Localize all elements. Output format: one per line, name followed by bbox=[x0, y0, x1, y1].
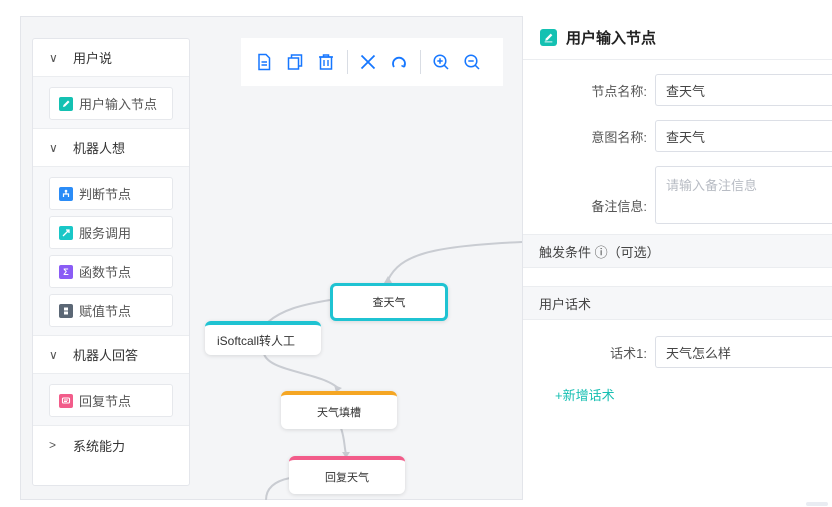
node-name-label: 节点名称: bbox=[591, 83, 647, 99]
flow-node-transfer-human[interactable]: iSoftcall转人工 bbox=[205, 321, 321, 355]
edge-slot-to-reply bbox=[340, 427, 347, 455]
chevron-right-icon: > bbox=[49, 438, 57, 452]
palette-item-label: 回复节点 bbox=[79, 394, 132, 409]
toolbar-divider bbox=[347, 50, 348, 74]
copy-doc-icon[interactable] bbox=[253, 51, 275, 73]
arrow-head bbox=[342, 452, 350, 458]
trigger-condition-title: 触发条件 ⓘ（可选） bbox=[539, 244, 660, 260]
palette-section-robot-answers[interactable]: ∨ 机器人回答 bbox=[33, 336, 189, 374]
intent-name-row: 意图名称: 查天气 bbox=[523, 120, 832, 152]
zoom-out-icon[interactable] bbox=[461, 51, 483, 73]
palette-section-user-says[interactable]: ∨ 用户说 bbox=[33, 39, 189, 77]
node-label: 查天气 bbox=[372, 297, 406, 309]
palette-section-title: 机器人回答 bbox=[73, 348, 139, 363]
node-label: 回复天气 bbox=[325, 472, 369, 484]
trigger-condition-section[interactable]: 触发条件 ⓘ（可选） bbox=[523, 234, 832, 268]
palette-item-label: 判断节点 bbox=[79, 187, 132, 202]
edge-transfer-to-slot bbox=[263, 353, 339, 389]
canvas-toolbar bbox=[241, 38, 503, 86]
palette-item-label: 服务调用 bbox=[79, 226, 132, 241]
branch-icon bbox=[59, 186, 73, 201]
user-speech-title: 用户话术 bbox=[539, 296, 592, 312]
panel-title: 用户输入节点 bbox=[566, 30, 657, 47]
remark-textarea[interactable]: 请输入备注信息 bbox=[655, 166, 832, 224]
arrow-head bbox=[384, 276, 392, 283]
node-name-input[interactable]: 查天气 bbox=[655, 74, 832, 106]
duplicate-icon[interactable] bbox=[284, 51, 306, 73]
palette-item-label: 函数节点 bbox=[79, 265, 132, 280]
chevron-down-icon: ∨ bbox=[49, 140, 58, 155]
speech-1-label: 话术1: bbox=[610, 345, 647, 361]
page-bottom-strip bbox=[0, 500, 832, 507]
palette-section-title: 系统能力 bbox=[73, 438, 126, 454]
flow-node-weather-slot[interactable]: 天气填槽 bbox=[281, 391, 397, 429]
palette-section-robot-thinks[interactable]: ∨ 机器人想 bbox=[33, 129, 189, 167]
palette-item-reply[interactable]: 回复节点 bbox=[49, 384, 173, 417]
node-properties-panel: 用户输入节点 节点名称: 查天气 意图名称: 查天气 备注信息: 请输入备注信息… bbox=[522, 16, 832, 500]
reply-icon bbox=[59, 393, 73, 408]
edge-weather-to-transfer bbox=[267, 299, 331, 323]
palette-item-function[interactable]: Σ 函数节点 bbox=[49, 255, 173, 288]
palette-item-assign[interactable]: 赋值节点 bbox=[49, 294, 173, 327]
node-name-row: 节点名称: 查天气 bbox=[523, 74, 832, 106]
delete-icon[interactable] bbox=[315, 51, 337, 73]
palette-item-user-input[interactable]: 用户输入节点 bbox=[49, 87, 173, 120]
toolbar-divider bbox=[420, 50, 421, 74]
node-label: 天气填槽 bbox=[317, 407, 361, 419]
node-palette: ∨ 用户说 用户输入节点 ∨ 机器人想 判断节点 服务调用 Σ 函数节 bbox=[32, 38, 190, 486]
user-speech-section: 用户话术 bbox=[523, 286, 832, 320]
sigma-icon: Σ bbox=[59, 264, 73, 279]
remark-row: 备注信息: 请输入备注信息 bbox=[523, 166, 832, 224]
add-speech-link[interactable]: +新增话术 bbox=[555, 388, 615, 403]
palette-item-label: 用户输入节点 bbox=[79, 97, 158, 112]
zoom-in-icon[interactable] bbox=[430, 51, 452, 73]
corner-handle bbox=[806, 502, 828, 506]
palette-section-body: 用户输入节点 bbox=[33, 77, 189, 129]
palette-item-label: 赋值节点 bbox=[79, 304, 132, 319]
node-label: iSoftcall转人工 bbox=[217, 333, 296, 348]
chevron-down-icon: ∨ bbox=[49, 50, 58, 65]
chevron-down-icon: ∨ bbox=[49, 347, 58, 362]
arrow-head bbox=[334, 385, 342, 392]
palette-section-system[interactable]: > 系统能力 bbox=[33, 426, 189, 464]
speech-1-input[interactable]: 天气怎么样 bbox=[655, 336, 832, 368]
flow-node-check-weather[interactable]: 查天气 bbox=[330, 283, 448, 321]
palette-item-judge[interactable]: 判断节点 bbox=[49, 177, 173, 210]
edit-icon bbox=[540, 29, 557, 46]
palette-section-title: 用户说 bbox=[73, 51, 113, 66]
palette-section-body: 回复节点 bbox=[33, 374, 189, 426]
palette-item-service-call[interactable]: 服务调用 bbox=[49, 216, 173, 249]
edge-reply-down bbox=[265, 477, 291, 501]
undo-icon[interactable] bbox=[388, 51, 410, 73]
intent-name-input[interactable]: 查天气 bbox=[655, 120, 832, 152]
palette-section-body: 判断节点 服务调用 Σ 函数节点 赋值节点 bbox=[33, 167, 189, 336]
remark-label: 备注信息: bbox=[591, 198, 647, 214]
edit-icon bbox=[59, 96, 73, 111]
service-icon bbox=[59, 225, 73, 240]
palette-section-title: 机器人想 bbox=[73, 141, 126, 156]
assign-icon bbox=[59, 303, 73, 318]
speech-1-row: 话术1: 天气怎么样 bbox=[523, 336, 832, 368]
intent-name-label: 意图名称: bbox=[591, 129, 647, 145]
edge-top-to-weather bbox=[387, 241, 523, 281]
close-icon[interactable] bbox=[357, 51, 379, 73]
flow-node-reply-weather[interactable]: 回复天气 bbox=[289, 456, 405, 494]
panel-header: 用户输入节点 bbox=[523, 16, 832, 60]
